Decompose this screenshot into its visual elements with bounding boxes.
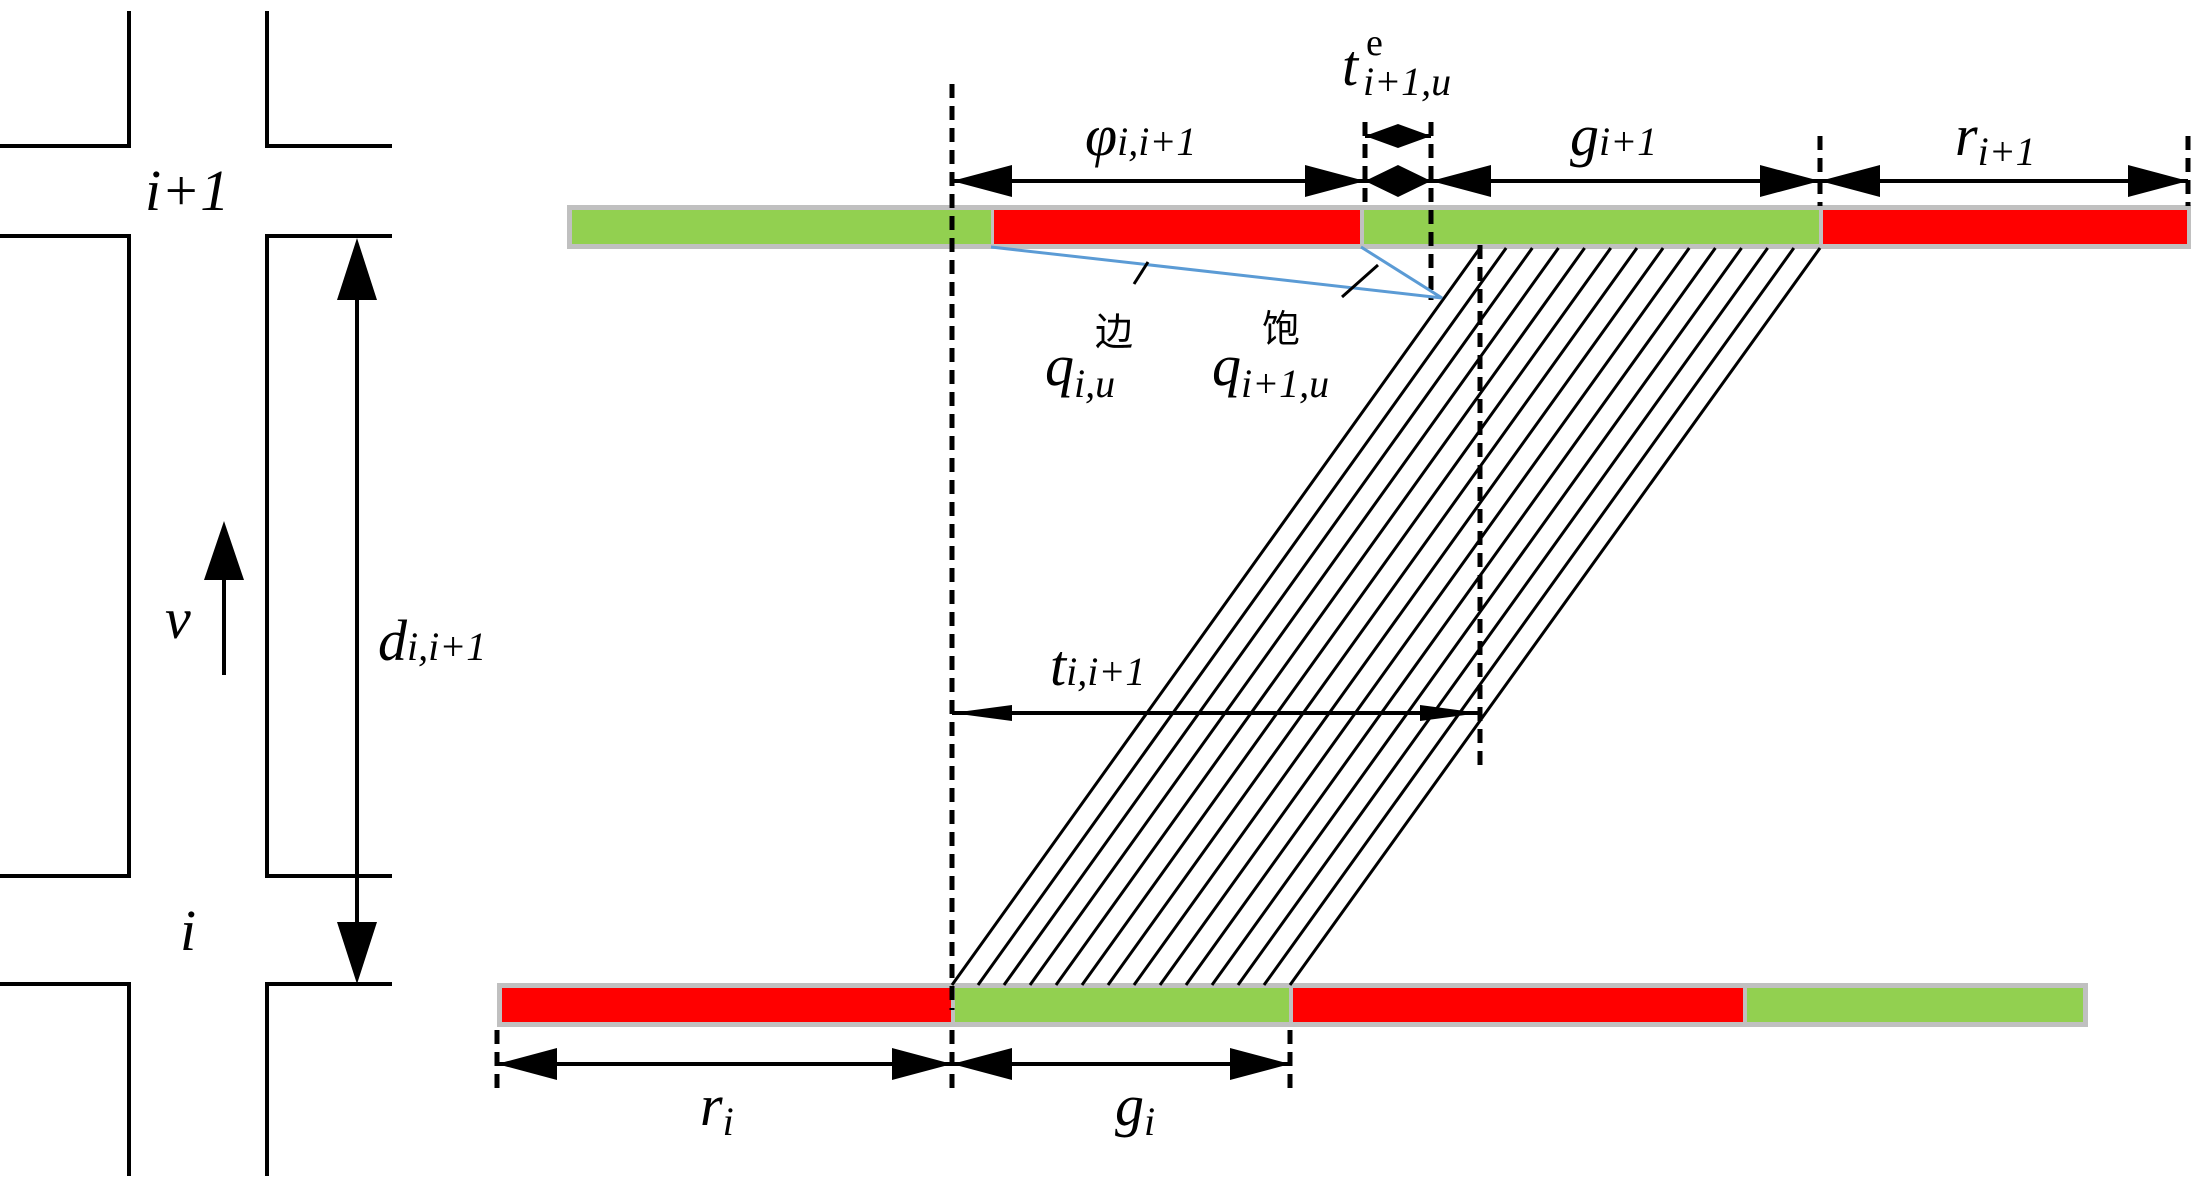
speed-label: v: [165, 586, 191, 651]
trajectory-line: [1080, 247, 1612, 986]
lower-red-2: [1293, 988, 1743, 1022]
red-lower-label: ri: [700, 1073, 734, 1144]
trajectory-line: [976, 247, 1508, 986]
travel-time-label: ti,i+1: [1050, 633, 1145, 698]
trajectory-line: [1262, 247, 1796, 986]
trajectory-line: [950, 247, 1482, 986]
intersection-upper-label: i+1: [145, 158, 229, 223]
green-lower-arrow: [952, 1048, 1290, 1080]
extra-time-lower-arrow: [1365, 165, 1431, 197]
lower-red-1: [502, 988, 951, 1022]
speed-arrow-icon: [204, 521, 244, 675]
road-layout: [0, 11, 392, 1176]
intersection-lower-label: i: [180, 898, 196, 963]
green-upper-label: gi+1: [1570, 103, 1657, 168]
extra-time-sub: i+1,u: [1363, 59, 1451, 104]
upper-signal-bar: [567, 205, 2191, 249]
lower-green-1: [955, 988, 1289, 1022]
travel-time-arrow: [952, 705, 1480, 721]
trajectory-line: [1210, 247, 1743, 986]
dimension-arrows: [497, 124, 2188, 1080]
offset-label: φi,i+1: [1085, 103, 1196, 168]
trajectory-line: [1184, 247, 1717, 986]
upper-green-1: [572, 210, 991, 244]
extra-time-sup: e: [1366, 22, 1383, 64]
red-upper-label: ri+1: [1955, 103, 2036, 174]
q-edge-label: qi,u: [1045, 333, 1115, 406]
trajectory-line: [1132, 247, 1665, 986]
flow-lines: [990, 245, 1443, 300]
lower-green-2: [1747, 988, 2083, 1022]
vehicle-trajectories: [950, 247, 1822, 986]
q-sat-sup: 饱: [1262, 309, 1300, 351]
lower-signal-bar: [497, 983, 2088, 1027]
upper-red-2: [1823, 210, 2187, 244]
extra-time-arrow: [1365, 124, 1431, 148]
offset-arrow: [952, 165, 1365, 197]
distance-arrow: [337, 238, 377, 984]
trajectory-line: [1288, 247, 1822, 986]
trajectory-line: [1106, 247, 1639, 986]
trajectory-line: [1158, 247, 1691, 986]
trajectory-line: [1028, 247, 1560, 986]
extra-time-label: t: [1342, 33, 1360, 98]
red-upper-arrow: [1820, 165, 2188, 197]
q-edge-sup: 边: [1095, 312, 1133, 354]
red-lower-arrow: [497, 1048, 952, 1080]
upper-green-2: [1364, 210, 1819, 244]
distance-label: di,i+1: [378, 608, 486, 673]
trajectory-line: [1002, 247, 1534, 986]
q-sat-label: qi+1,u: [1212, 333, 1329, 406]
green-lower-label: gi: [1115, 1073, 1155, 1144]
upper-red-1: [994, 210, 1360, 244]
trajectory-line: [1236, 247, 1769, 986]
green-upper-arrow: [1431, 165, 1820, 197]
trajectory-line: [1054, 247, 1586, 986]
